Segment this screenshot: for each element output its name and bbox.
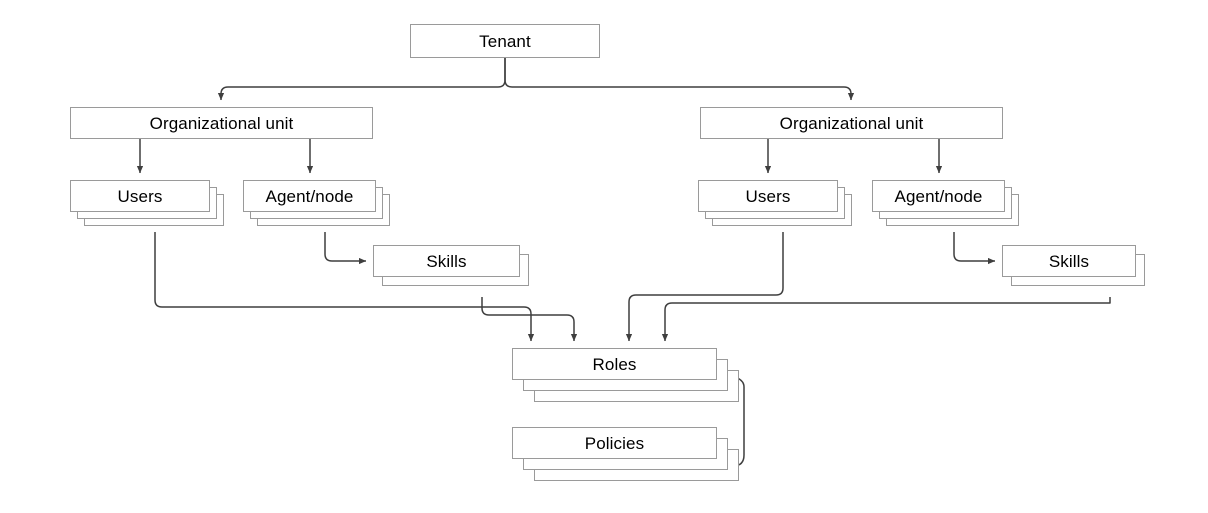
node-ou-left-box[interactable]: Organizational unit bbox=[70, 107, 373, 139]
node-agent-right-label: Agent/node bbox=[894, 186, 983, 206]
node-users-left-label: Users bbox=[117, 186, 163, 206]
node-agent-left-box[interactable]: Agent/node bbox=[243, 180, 376, 212]
node-users-right-label: Users bbox=[745, 186, 791, 206]
edge-tenant-to-ou-right bbox=[504, 58, 855, 101]
edge-users-right-to-roles bbox=[625, 232, 784, 342]
node-policies-box[interactable]: Policies bbox=[512, 427, 717, 459]
node-ou-left-label: Organizational unit bbox=[149, 113, 294, 133]
node-skills-right-box[interactable]: Skills bbox=[1002, 245, 1136, 277]
node-tenant-box[interactable]: Tenant bbox=[410, 24, 600, 58]
node-users-left-box[interactable]: Users bbox=[70, 180, 210, 212]
node-ou-right-box[interactable]: Organizational unit bbox=[700, 107, 1003, 139]
node-users-right-box[interactable]: Users bbox=[698, 180, 838, 212]
edge-agent-right-to-skills-right bbox=[953, 232, 996, 265]
node-roles-label: Roles bbox=[592, 354, 637, 374]
node-tenant-label: Tenant bbox=[479, 31, 531, 51]
node-skills-right-label: Skills bbox=[1048, 251, 1090, 271]
node-agent-right-box[interactable]: Agent/node bbox=[872, 180, 1005, 212]
node-skills-left-label: Skills bbox=[426, 251, 467, 271]
edge-skills-right-to-roles bbox=[661, 297, 1111, 342]
node-agent-left-label: Agent/node bbox=[265, 186, 354, 206]
edge-tenant-to-ou-left bbox=[217, 58, 506, 101]
node-policies-label: Policies bbox=[584, 433, 645, 453]
edge-agent-left-to-skills-left bbox=[324, 232, 367, 265]
edge-skills-left-to-roles bbox=[481, 297, 578, 342]
node-roles-box[interactable]: Roles bbox=[512, 348, 717, 380]
node-ou-right-label: Organizational unit bbox=[779, 113, 924, 133]
node-skills-left-box[interactable]: Skills bbox=[373, 245, 520, 277]
